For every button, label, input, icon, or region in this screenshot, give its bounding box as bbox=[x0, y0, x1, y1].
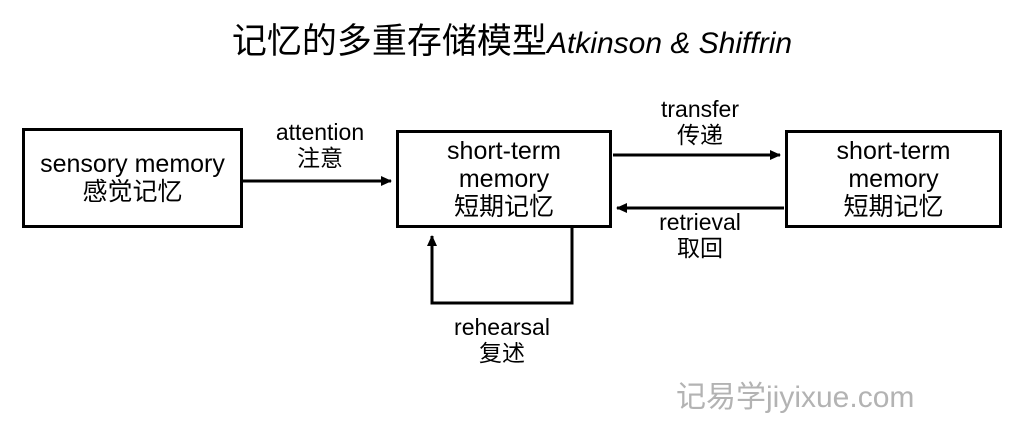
box-long-term-memory[interactable]: short-term memory 短期记忆 bbox=[785, 130, 1002, 228]
edge-label-retrieval: retrieval 取回 bbox=[612, 209, 788, 262]
edge-label-rehearsal-cn: 复述 bbox=[479, 339, 525, 366]
box-stm-line-cn: 短期记忆 bbox=[453, 193, 554, 221]
edge-label-rehearsal-en: rehearsal bbox=[454, 314, 550, 340]
box-ltm-line-1: short-term bbox=[836, 137, 951, 165]
edge-label-transfer-cn: 传递 bbox=[677, 121, 723, 148]
page-title: 记忆的多重存储模型Atkinson & Shiffrin bbox=[0, 24, 1024, 59]
title-chinese: 记忆的多重存储模型 bbox=[231, 22, 547, 61]
edge-label-transfer: transfer 传递 bbox=[612, 96, 788, 149]
watermark: 记易学jiyixue.com bbox=[676, 381, 915, 414]
box-stm-line-2: memory bbox=[458, 165, 550, 193]
edge-label-attention-cn: 注意 bbox=[297, 144, 343, 171]
edge-label-retrieval-cn: 取回 bbox=[677, 234, 723, 261]
title-english: Atkinson & Shiffrin bbox=[546, 27, 793, 60]
box-sensory-memory[interactable]: sensory memory 感觉记忆 bbox=[22, 128, 243, 228]
box-stm-line-1: short-term bbox=[447, 137, 561, 165]
edge-label-rehearsal: rehearsal 复述 bbox=[412, 314, 592, 367]
box-sensory-line-cn: 感觉记忆 bbox=[82, 178, 183, 206]
box-ltm-line-2: memory bbox=[848, 165, 939, 193]
edge-label-transfer-en: transfer bbox=[661, 96, 739, 122]
edge-label-retrieval-en: retrieval bbox=[659, 209, 741, 235]
edge-label-attention: attention 注意 bbox=[240, 119, 400, 172]
box-short-term-memory[interactable]: short-term memory 短期记忆 bbox=[396, 130, 612, 228]
arrow-rehearsal bbox=[427, 228, 574, 305]
box-ltm-line-cn: 短期记忆 bbox=[843, 193, 944, 221]
box-sensory-line-1: sensory memory bbox=[40, 150, 225, 178]
edge-label-attention-en: attention bbox=[275, 119, 365, 145]
